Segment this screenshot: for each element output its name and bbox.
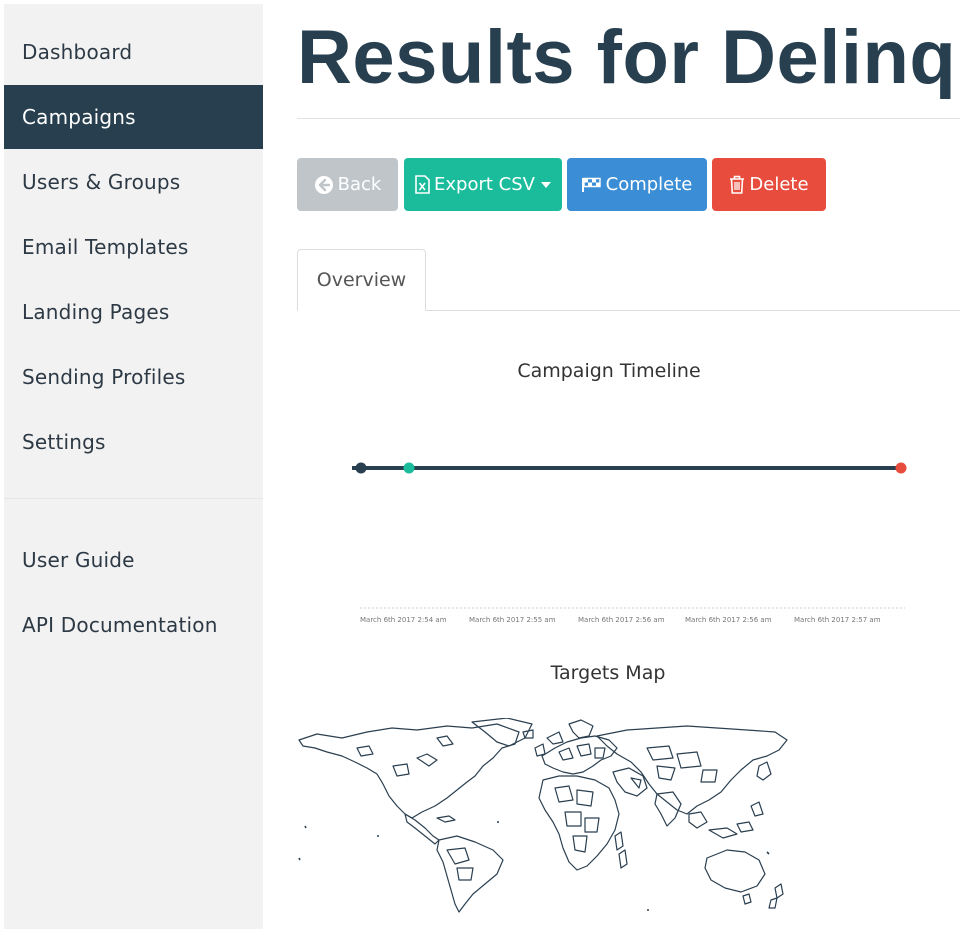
map-south-america	[436, 835, 504, 913]
complete-button-label: Complete	[605, 174, 693, 195]
sidebar-item-settings[interactable]: Settings	[22, 430, 106, 454]
map-north-america	[298, 723, 520, 819]
timeline-chart	[352, 462, 907, 474]
map-asia	[596, 725, 788, 815]
export-csv-button[interactable]: Export CSV	[404, 158, 562, 211]
back-button-label: Back	[337, 174, 382, 195]
timeline-tick-label: March 6th 2017 2:57 am	[794, 616, 881, 624]
sidebar: Dashboard Campaigns Users & Groups Email…	[4, 4, 263, 929]
timeline-tick-label: March 6th 2017 2:56 am	[685, 616, 772, 624]
title-divider	[297, 118, 960, 119]
timeline-axis	[360, 607, 905, 609]
map-greenland	[471, 718, 533, 747]
sidebar-item-landing-pages[interactable]: Landing Pages	[22, 300, 170, 324]
back-button[interactable]: Back	[297, 158, 398, 211]
world-map	[298, 718, 788, 913]
timeline-tick-label: March 6th 2017 2:55 am	[469, 616, 556, 624]
sidebar-item-campaigns[interactable]: Campaigns	[4, 85, 263, 149]
sidebar-item-api-documentation[interactable]: API Documentation	[22, 613, 218, 637]
export-csv-button-label: Export CSV	[434, 174, 535, 195]
sidebar-item-dashboard[interactable]: Dashboard	[22, 40, 133, 64]
caret-down-icon	[540, 181, 551, 188]
targets-map-title: Targets Map	[550, 662, 666, 684]
sidebar-item-users-groups[interactable]: Users & Groups	[22, 170, 181, 194]
map-australia	[704, 849, 766, 893]
circle-arrow-left-icon	[314, 175, 334, 195]
timeline-event-end[interactable]	[895, 462, 907, 474]
timeline-tick-label: March 6th 2017 2:54 am	[360, 616, 447, 624]
sidebar-item-user-guide[interactable]: User Guide	[22, 548, 135, 572]
map-africa	[538, 775, 620, 871]
trash-icon	[729, 175, 745, 194]
sidebar-item-sending-profiles[interactable]: Sending Profiles	[22, 365, 186, 389]
timeline-title: Campaign Timeline	[517, 360, 701, 382]
map-india	[654, 791, 682, 827]
timeline-tick-label: March 6th 2017 2:56 am	[578, 616, 665, 624]
sidebar-divider	[4, 498, 263, 499]
tab-overview[interactable]: Overview	[297, 249, 426, 311]
sidebar-item-email-templates[interactable]: Email Templates	[22, 235, 189, 259]
tabs-bar	[297, 310, 960, 311]
page-title: Results for Delinqu	[297, 15, 960, 100]
delete-button-label: Delete	[749, 174, 809, 195]
map-europe	[541, 735, 618, 775]
flag-checkered-icon	[581, 177, 602, 193]
file-excel-icon	[415, 175, 430, 194]
timeline-event-start[interactable]	[355, 462, 367, 474]
complete-button[interactable]: Complete	[567, 158, 707, 211]
delete-button[interactable]: Delete	[712, 158, 826, 211]
timeline-event-email-sent[interactable]	[403, 462, 415, 474]
